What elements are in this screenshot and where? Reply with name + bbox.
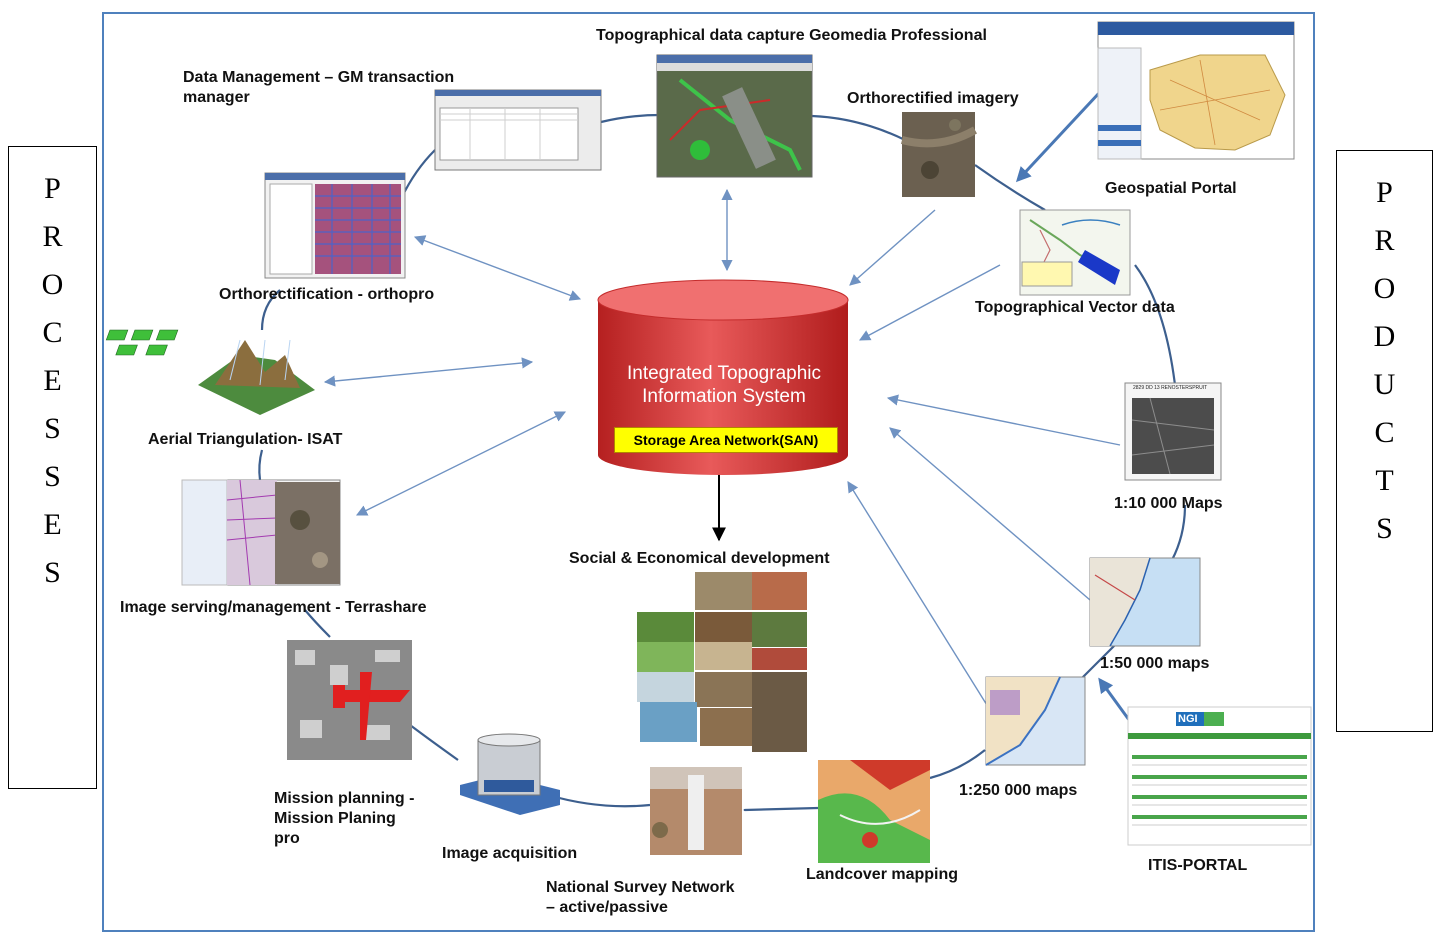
itis-portal-thumb (1127, 706, 1312, 846)
image-acquisition-thumb (460, 733, 560, 815)
letter: U (1373, 368, 1396, 401)
itis-logo: NGI (1178, 713, 1198, 725)
mission-planning-thumb (287, 640, 412, 760)
isat-thumb (105, 329, 315, 415)
label-image-acquisition: Image acquisition (442, 845, 578, 862)
spoke-arrows (323, 188, 1121, 711)
orthopro-thumb (264, 172, 406, 279)
label-data-management: Data Management – GM transaction manager (183, 68, 454, 108)
label-itis-portal: ITIS-PORTAL (1148, 857, 1248, 874)
label-line: Mission planning - (274, 790, 415, 807)
letter: O (41, 268, 64, 301)
label-maps-250000: 1:250 000 maps (959, 782, 1078, 799)
map-thumb-caption: 2829 DD 13 RENOSTERSPRUIT (1133, 385, 1208, 391)
arrow-50000 (889, 427, 1091, 601)
map-10000-thumb (1124, 382, 1222, 481)
survey-network-thumb (650, 767, 742, 855)
geoportal-thumb (1097, 21, 1295, 160)
letter: C (1374, 416, 1395, 449)
cycle-segment (811, 114, 906, 141)
label-line: – active/passive (546, 899, 668, 916)
map-250000-thumb (985, 676, 1086, 766)
arrow-orthopro (413, 235, 582, 301)
arrow-portal (1015, 90, 1102, 183)
cycle-segment (1134, 264, 1177, 386)
label-orthorectification: Orthorectification - orthopro (219, 286, 435, 303)
letter: E (43, 364, 62, 397)
cycle-path (258, 113, 1187, 812)
landcover-thumb (818, 760, 930, 863)
letter: O (1373, 272, 1396, 305)
terrashare-thumb (181, 479, 341, 586)
arrow-250000 (847, 481, 991, 711)
label-maps-10000: 1:10 000 Maps (1114, 495, 1223, 512)
processes-panel: P R O C E S S E S (8, 146, 97, 789)
cycle-segment (401, 149, 436, 198)
letter: P (1376, 176, 1393, 209)
social-collage-thumb (637, 572, 807, 752)
letter: S (1376, 512, 1393, 545)
label-mission-planning: Mission planning - Mission Planing pro (274, 789, 414, 849)
arrow-vector (859, 264, 1001, 341)
cycle-segment (600, 113, 661, 124)
cycle-segment (258, 449, 264, 481)
san-label: Storage Area Network(SAN) (614, 427, 838, 453)
label-line: National Survey Network (546, 879, 735, 896)
products-letters: P R O D U C T S (1337, 169, 1432, 553)
label-social-development: Social & Economical development (569, 550, 830, 567)
letter: E (43, 508, 62, 541)
gm-window-thumb (434, 89, 602, 171)
cycle-segment (1171, 504, 1187, 561)
cycle-segment (743, 806, 819, 812)
db-title-line2: Information System (642, 386, 806, 407)
letter: R (1374, 224, 1395, 257)
arrow-ortho-imagery (849, 209, 936, 286)
map-50000-thumb (1089, 557, 1201, 647)
letter: S (44, 556, 61, 589)
label-line: manager (183, 89, 250, 106)
label-maps-50000: 1:50 000 maps (1100, 655, 1210, 672)
arrow-terrashare (355, 411, 567, 516)
letter: P (44, 172, 61, 205)
cycle-segment (304, 609, 331, 638)
arrow-10000 (886, 394, 1121, 446)
itis-database: Integrated Topographic Information Syste… (600, 362, 848, 408)
label-survey-network: National Survey Network – active/passive (546, 878, 735, 918)
label-image-serving: Image serving/management - Terrashare (120, 599, 427, 616)
label-ortho-imagery: Orthorectified imagery (847, 90, 1019, 107)
cycle-segment (547, 793, 651, 808)
label-aerial-triangulation: Aerial Triangulation- ISAT (148, 431, 343, 448)
letter: S (44, 412, 61, 445)
geomedia-thumb (656, 54, 813, 178)
label-topo-vector: Topographical Vector data (975, 299, 1175, 316)
cycle-segment (260, 289, 281, 331)
products-panel: P R O D U C T S (1336, 150, 1433, 732)
cycle-segment (409, 724, 459, 761)
ortho-imagery-thumb (900, 112, 977, 197)
cycle-segment (974, 164, 1046, 211)
label-geo-portal: Geospatial Portal (1105, 180, 1237, 197)
cycle-segment (929, 749, 986, 780)
letter: D (1373, 320, 1396, 353)
arrow-isat (323, 357, 534, 387)
label-line: Mission Planing (274, 810, 396, 827)
label-landcover: Landcover mapping (806, 866, 959, 883)
label-line: Data Management – GM transaction (183, 69, 455, 86)
letter: R (42, 220, 63, 253)
label-topo-capture: Topographical data capture Geomedia Prof… (596, 27, 987, 44)
label-line: pro (274, 830, 300, 847)
db-title-line1: Integrated Topographic (626, 363, 822, 384)
topo-vector-thumb (1019, 209, 1131, 296)
letter: T (1375, 464, 1394, 497)
letter: S (44, 460, 61, 493)
processes-letters: P R O C E S S E S (9, 165, 96, 597)
letter: C (42, 316, 63, 349)
